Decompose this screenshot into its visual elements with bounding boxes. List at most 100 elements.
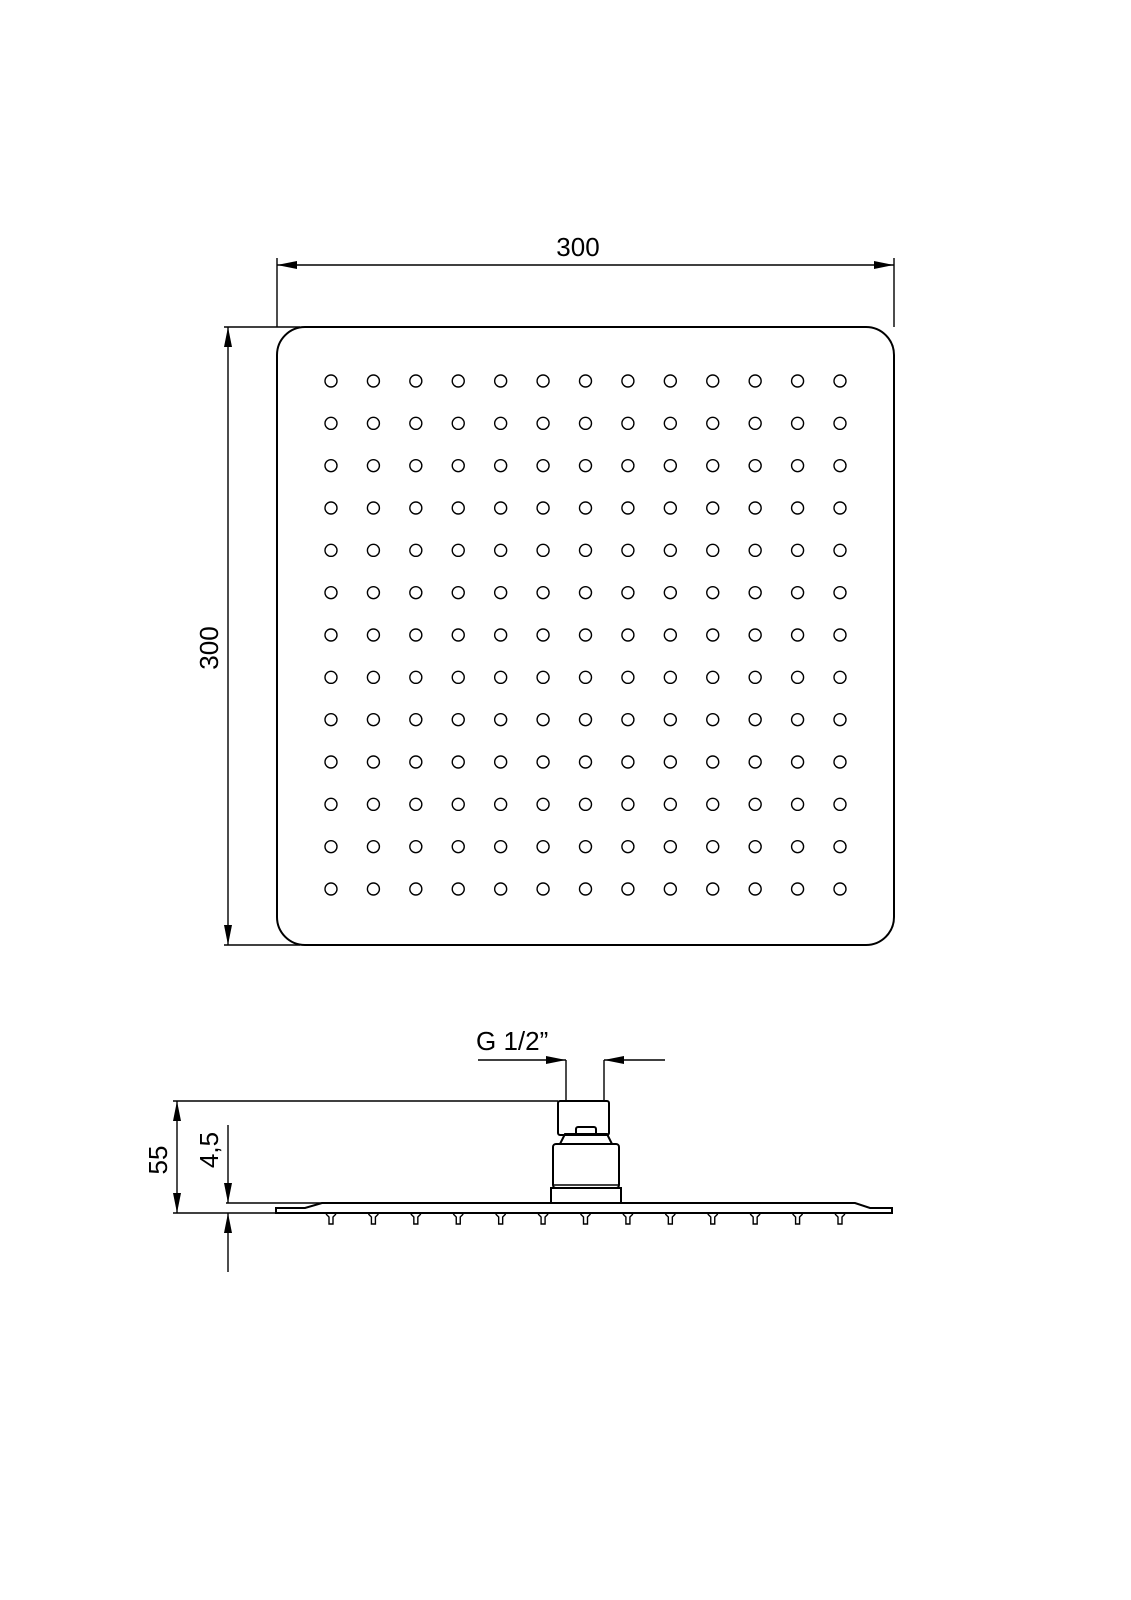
- nozzle-hole: [536, 458, 550, 473]
- nozzle-hole: [493, 543, 508, 558]
- nozzle-hole: [366, 712, 381, 727]
- nozzle-hole: [324, 797, 338, 812]
- nozzle-hole: [366, 670, 381, 685]
- nozzle-hole: [833, 416, 847, 431]
- nozzle-hole: [409, 797, 423, 812]
- nozzle-hole: [621, 543, 635, 558]
- nozzle-profile: [495, 1213, 507, 1225]
- nozzle-hole: [366, 416, 381, 431]
- nozzle-profile: [325, 1213, 337, 1225]
- nozzle-hole: [493, 374, 508, 388]
- nozzle-hole: [409, 882, 423, 896]
- nozzle-hole: [409, 416, 423, 431]
- nozzle-hole: [324, 628, 338, 642]
- nozzle-hole: [748, 628, 762, 642]
- nozzle-hole: [324, 585, 338, 600]
- nozzle-hole: [663, 670, 678, 685]
- nozzle-hole: [790, 797, 805, 812]
- plate-thickness-dimension: 4,5: [194, 1125, 322, 1272]
- nozzle-hole: [706, 670, 720, 685]
- nozzle-hole: [536, 501, 550, 515]
- nozzle-hole: [536, 839, 550, 854]
- nozzle-hole: [536, 585, 550, 600]
- nozzle-hole: [451, 882, 465, 896]
- nozzle-hole: [366, 755, 381, 769]
- nozzle-hole: [621, 670, 635, 685]
- nozzle-hole: [578, 628, 593, 642]
- nozzle-profile: [410, 1213, 422, 1225]
- nozzle-hole: [451, 458, 465, 473]
- nozzle-hole: [790, 416, 805, 431]
- nozzle-hole: [451, 712, 465, 727]
- nozzle-hole: [748, 374, 762, 388]
- nozzle-hole: [706, 755, 720, 769]
- side-nozzles: [325, 1213, 846, 1225]
- nozzle-hole: [366, 458, 381, 473]
- nozzle-hole: [324, 755, 338, 769]
- nozzle-hole: [663, 501, 678, 515]
- nozzle-hole: [536, 416, 550, 431]
- nozzle-hole: [833, 670, 847, 685]
- nozzle-hole: [578, 882, 593, 896]
- nozzle-hole: [748, 543, 762, 558]
- nozzle-hole: [706, 839, 720, 854]
- nozzle-hole: [451, 501, 465, 515]
- nozzle-hole: [663, 458, 678, 473]
- nozzle-profile: [452, 1213, 464, 1225]
- nozzle-hole: [578, 712, 593, 727]
- width-dimension: 300: [276, 232, 895, 327]
- nozzle-hole: [663, 628, 678, 642]
- nozzle-profile: [664, 1213, 676, 1225]
- nozzle-profile: [367, 1213, 379, 1225]
- nozzle-hole: [324, 670, 338, 685]
- nozzle-hole: [578, 458, 593, 473]
- nozzle-hole: [493, 670, 508, 685]
- nozzle-hole: [706, 628, 720, 642]
- nozzle-hole: [663, 543, 678, 558]
- nozzle-hole: [324, 712, 338, 727]
- nozzle-hole: [706, 458, 720, 473]
- nozzle-hole: [748, 416, 762, 431]
- nozzle-hole: [324, 882, 338, 896]
- nozzle-hole: [324, 416, 338, 431]
- nozzle-hole: [833, 755, 847, 769]
- nozzle-hole: [833, 712, 847, 727]
- nozzle-hole: [451, 374, 465, 388]
- nozzle-hole: [621, 628, 635, 642]
- nozzle-hole: [621, 374, 635, 388]
- nozzle-hole: [409, 543, 423, 558]
- total-height-label: 55: [143, 1146, 173, 1175]
- nozzle-hole: [451, 755, 465, 769]
- nozzle-hole: [706, 882, 720, 896]
- nozzle-hole: [536, 712, 550, 727]
- nozzle-hole: [409, 501, 423, 515]
- nozzle-hole: [790, 882, 805, 896]
- shower-plate-outline: [276, 326, 895, 946]
- nozzle-hole: [790, 458, 805, 473]
- nozzle-hole: [451, 797, 465, 812]
- nozzle-hole: [536, 797, 550, 812]
- nozzle-hole: [536, 543, 550, 558]
- nozzle-hole: [706, 797, 720, 812]
- nozzle-hole: [578, 416, 593, 431]
- nozzle-hole: [790, 374, 805, 388]
- nozzle-hole: [409, 628, 423, 642]
- nozzle-hole: [324, 501, 338, 515]
- nozzle-hole: [621, 458, 635, 473]
- nozzle-hole: [493, 797, 508, 812]
- nozzle-hole: [366, 501, 381, 515]
- nozzle-hole: [409, 755, 423, 769]
- nozzle-hole: [578, 501, 593, 515]
- nozzle-hole: [833, 501, 847, 515]
- nozzle-hole: [790, 670, 805, 685]
- nozzle-hole: [621, 755, 635, 769]
- nozzle-hole: [536, 755, 550, 769]
- plate-profile: [275, 1202, 893, 1214]
- nozzle-hole: [324, 839, 338, 854]
- nozzle-hole: [536, 374, 550, 388]
- width-label: 300: [556, 232, 599, 262]
- nozzle-hole: [621, 882, 635, 896]
- nozzle-hole: [790, 839, 805, 854]
- nozzle-profile: [580, 1213, 591, 1225]
